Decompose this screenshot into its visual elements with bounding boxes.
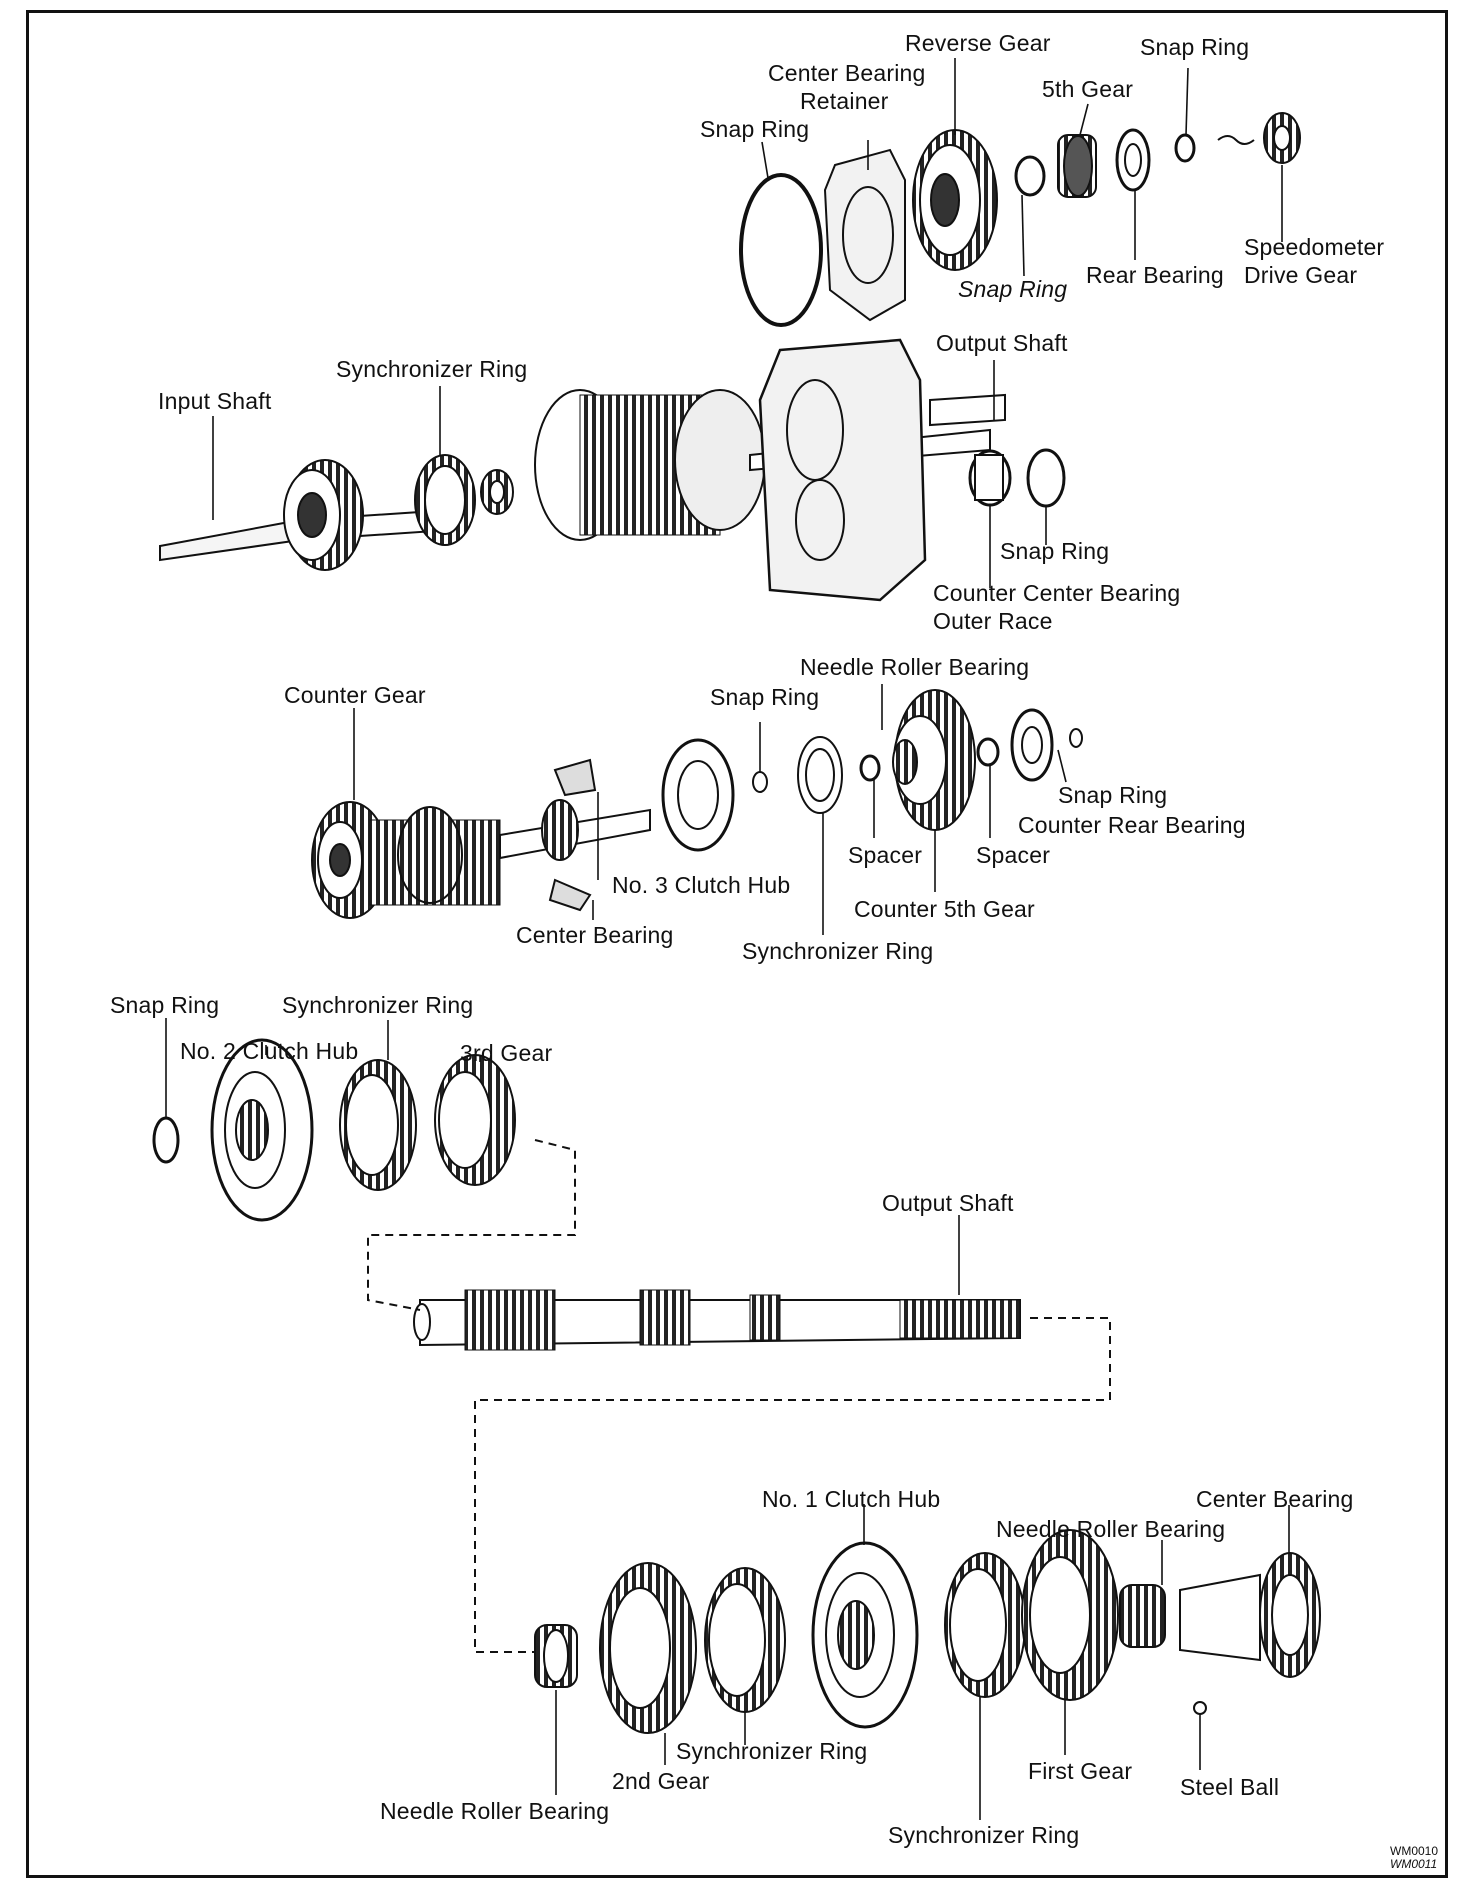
output-shaft-main-part [413,1289,1021,1351]
intermediate-plate-part [758,338,927,602]
label-counter-center-bearing-2: Outer Race [933,608,1053,634]
label-synchronizer-ring-first: Synchronizer Ring [888,1822,1080,1848]
center-bearing-halves-part [548,758,597,912]
spacer-right-part [976,737,1000,767]
needle-roller-bearing-second-part [534,1624,578,1688]
figure-code-1: WM0010 [1390,1844,1439,1858]
label-speedometer-1: Speedometer [1244,234,1385,260]
snap-ring-large-part [739,173,823,327]
snap-ring-counter-part [752,771,768,793]
ball-and-clip-part [1217,135,1255,145]
synchronizer-ring-top-part [414,454,476,546]
spacer-left-part [859,754,881,782]
center-bearing-race-part [1179,1552,1321,1678]
synchronizer-ring-first-part [944,1552,1026,1698]
synchronizer-ring-second-part [704,1567,786,1713]
label-steel-ball: Steel Ball [1180,1774,1280,1800]
snap-ring-no2-part [152,1116,180,1164]
rear-bearing-part [1115,128,1151,192]
label-first-gear: First Gear [1028,1758,1133,1784]
leader-lines [165,58,1290,1820]
no1-clutch-hub-part [811,1541,919,1729]
label-no1-clutch-hub: No. 1 Clutch Hub [762,1486,941,1512]
label-synchronizer-ring-top: Synchronizer Ring [336,356,528,382]
snap-ring-rear-part [1069,728,1083,748]
label-rear-bearing: Rear Bearing [1086,262,1224,288]
no2-clutch-hub-part [210,1038,314,1222]
reverse-gear-part [912,129,998,271]
label-fifth-gear: 5th Gear [1042,76,1134,102]
center-bearing-retainer-part [823,148,906,322]
label-center-bearing-retainer-2: Retainer [800,88,889,114]
label-spacer-right: Spacer [976,842,1051,868]
label-snap-ring-race: Snap Ring [1000,538,1110,564]
needle-roller-bearing-first-part [1119,1584,1166,1648]
counter-center-bearing-part [661,738,735,852]
label-reverse-gear: Reverse Gear [905,30,1051,56]
label-needle-roller-bearing-top: Needle Roller Bearing [800,654,1030,680]
dashed-connectors [367,1139,1111,1653]
label-input-shaft: Input Shaft [158,388,272,414]
figure-code-2: WM0011 [1390,1857,1438,1871]
second-gear-part [599,1562,697,1734]
label-snap-ring-small: Snap Ring [958,276,1068,302]
label-counter-center-bearing-1: Counter Center Bearing [933,580,1181,606]
label-spacer-left: Spacer [848,842,923,868]
label-synchronizer-ring-second: Synchronizer Ring [676,1738,868,1764]
counter-gear-part [311,799,651,919]
label-output-shaft-main: Output Shaft [882,1190,1014,1216]
label-counter-gear: Counter Gear [284,682,426,708]
label-third-gear: 3rd Gear [460,1040,553,1066]
snap-ring-small-part [1014,155,1046,197]
snap-ring-race-part [1026,448,1066,508]
label-snap-ring-rear: Snap Ring [1058,782,1168,808]
label-needle-roller-bearing-second: Needle Roller Bearing [380,1798,610,1824]
label-snap-ring-no2: Snap Ring [110,992,220,1018]
first-gear-part [1021,1529,1119,1701]
label-counter-fifth-gear: Counter 5th Gear [854,896,1035,922]
counter-rear-bearing-part [1010,708,1054,782]
label-speedometer-2: Drive Gear [1244,262,1358,288]
label-synchronizer-ring-no2: Synchronizer Ring [282,992,474,1018]
label-center-bearing-bottom: Center Bearing [1196,1486,1354,1512]
third-gear-part [434,1054,516,1186]
label-second-gear: 2nd Gear [612,1768,710,1794]
steel-ball-part [1193,1701,1207,1715]
label-counter-rear-bearing: Counter Rear Bearing [1018,812,1246,838]
speedometer-drive-gear-part [1263,112,1301,164]
diagram-frame [26,10,1448,1878]
label-no2-clutch-hub: No. 2 Clutch Hub [180,1038,359,1064]
needle-bearing-small-part [480,469,514,515]
label-snap-ring-counter: Snap Ring [710,684,820,710]
label-center-bearing-mid: Center Bearing [516,922,674,948]
label-no3-clutch-hub: No. 3 Clutch Hub [612,872,791,898]
label-center-bearing-retainer-1: Center Bearing [768,60,926,86]
input-shaft-part [159,459,451,571]
snap-ring-tiny-part [1174,133,1196,163]
label-snap-ring-top: Snap Ring [1140,34,1250,60]
synchronizer-ring-no2-part [339,1059,417,1191]
label-synchronizer-ring-mid: Synchronizer Ring [742,938,934,964]
label-output-shaft-top: Output Shaft [936,330,1068,356]
counter-fifth-gear-part [892,689,976,831]
counter-center-outer-race-part [968,449,1012,507]
fifth-gear-part [1057,134,1097,198]
label-needle-roller-bearing-first: Needle Roller Bearing [996,1516,1226,1542]
no3-clutch-hub-part [797,736,843,814]
label-snap-ring-large: Snap Ring [700,116,810,142]
